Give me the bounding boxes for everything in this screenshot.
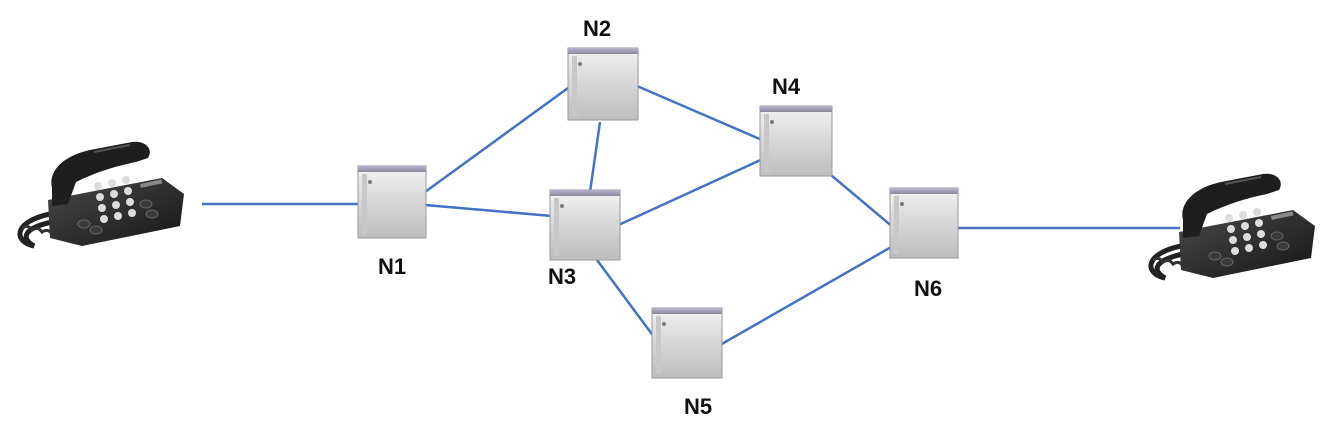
link-n3-n4 [611,156,766,230]
node-label-n1: N1 [378,254,406,279]
link-n3-n5 [592,255,662,346]
link-n1-n2 [424,86,569,194]
telephone-icon-right [1151,174,1315,278]
node-label-n2: N2 [583,16,611,41]
network-node-n5: N5 [651,307,723,419]
network-node-n2: N2 [567,16,639,121]
network-node-n1: N1 [357,165,427,279]
link-n5-n6 [719,240,901,347]
node-label-n6: N6 [914,276,942,301]
node-label-n3: N3 [548,264,576,289]
network-node-n4: N4 [759,74,833,177]
telephone-icon-left [20,142,184,246]
link-n2-n4 [636,84,763,142]
node-label-n4: N4 [772,74,801,99]
node-label-n5: N5 [684,394,712,419]
links-layer [202,84,1180,347]
link-n4-n6 [824,169,895,229]
network-node-n6: N6 [889,187,959,301]
link-n2-n3 [588,121,602,193]
link-n1-n3 [424,203,553,218]
network-node-n3: N3 [548,189,621,289]
